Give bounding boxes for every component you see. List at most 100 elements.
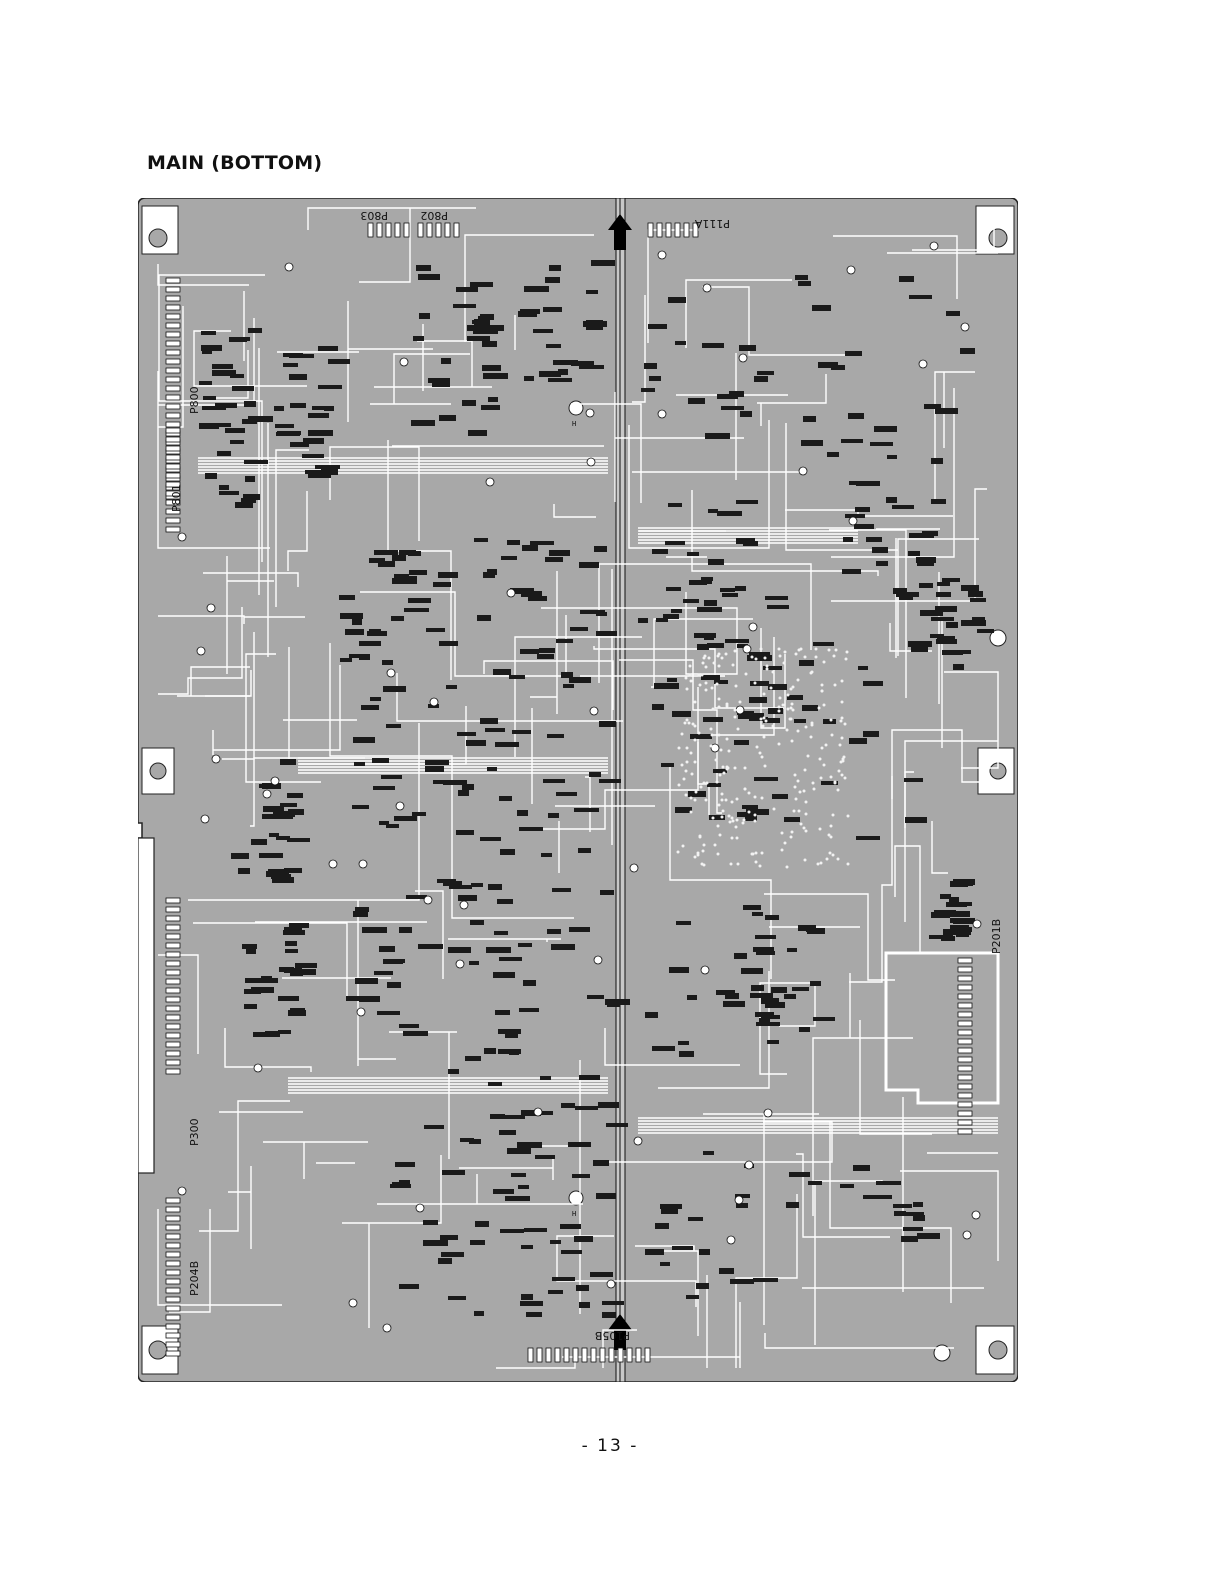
copper-dot (717, 825, 720, 828)
copper-dot (721, 793, 724, 796)
smd-component (219, 485, 229, 490)
copper-dot (797, 730, 800, 733)
copper-dot (701, 863, 704, 866)
smd-component (441, 358, 451, 364)
copper-dot (766, 668, 769, 671)
via-test-point (357, 1008, 365, 1016)
copper-dot (689, 674, 692, 677)
smd-component (668, 297, 686, 303)
copper-dot (694, 739, 697, 742)
connector-pin (166, 1069, 180, 1074)
copper-dot (697, 852, 700, 855)
copper-dot (743, 819, 746, 822)
smd-component (874, 426, 897, 432)
copper-dot (737, 863, 740, 866)
connector-pin (166, 287, 180, 292)
smd-component (487, 767, 497, 771)
connector-pin (166, 1051, 180, 1056)
smd-component (876, 561, 888, 566)
copper-dot (815, 656, 818, 659)
smd-component (481, 405, 500, 410)
smd-component (543, 779, 565, 783)
smd-component (460, 1138, 474, 1142)
smd-component (205, 473, 217, 479)
smd-component (379, 821, 389, 825)
smd-component (767, 605, 789, 609)
connector-pin (166, 925, 180, 930)
smd-component (792, 987, 809, 991)
smd-component (428, 378, 450, 383)
connector-pin (166, 943, 180, 948)
copper-dot (734, 767, 737, 770)
copper-dot (778, 710, 781, 713)
copper-dot (805, 801, 808, 804)
smd-component (305, 470, 322, 474)
smd-component (446, 685, 457, 689)
copper-dot (761, 852, 764, 855)
copper-dot (821, 747, 824, 750)
smd-component (354, 762, 365, 766)
copper-dot (820, 862, 823, 865)
copper-dot (723, 772, 726, 775)
smd-component (936, 592, 951, 597)
smd-component (660, 1262, 670, 1266)
smd-component (551, 944, 575, 950)
connector-pin (166, 332, 180, 337)
via-test-point (178, 1187, 186, 1195)
smd-component (473, 329, 498, 334)
copper-dot (803, 790, 806, 793)
smd-component (679, 1051, 694, 1057)
via-test-point (349, 1299, 357, 1307)
smd-component (956, 932, 969, 937)
smd-component (638, 618, 648, 623)
smd-component (977, 629, 994, 633)
smd-component (411, 420, 435, 426)
copper-dot (823, 704, 826, 707)
left-edge-tab (138, 838, 154, 1173)
copper-dot (739, 701, 742, 704)
connector-pin (528, 1348, 533, 1362)
via-test-point (594, 956, 602, 964)
smd-component (789, 1172, 810, 1177)
smd-component (246, 949, 256, 954)
smd-component (340, 658, 352, 662)
smd-component (866, 537, 882, 542)
connector-pin (166, 979, 180, 984)
smd-component (704, 600, 717, 606)
connector-pin (166, 997, 180, 1002)
connector-pin (958, 1021, 972, 1026)
smd-component (606, 1123, 628, 1127)
connector-pin (166, 1288, 180, 1293)
connector-pin (645, 1348, 650, 1362)
connector-pin (166, 1234, 180, 1239)
smd-component (225, 428, 245, 433)
copper-dot (736, 819, 739, 822)
via-test-point (263, 790, 271, 798)
smd-component (848, 413, 864, 419)
copper-dot (759, 865, 762, 868)
copper-dot (726, 768, 729, 771)
connector-label-p111a: P111A (694, 217, 730, 230)
smd-component (458, 790, 469, 796)
smd-component (942, 578, 960, 582)
connector-pin (573, 1348, 578, 1362)
smd-component (899, 276, 914, 282)
connector-pin (591, 1348, 596, 1362)
connector-pin (564, 1348, 569, 1362)
copper-dot (705, 682, 708, 685)
connector-pin (958, 1066, 972, 1071)
smd-component (753, 1278, 778, 1282)
smd-component (374, 550, 398, 555)
smd-component (275, 424, 294, 428)
copper-dot (734, 650, 737, 653)
copper-dot (722, 766, 725, 769)
smd-component (339, 595, 355, 600)
copper-dot (699, 836, 702, 839)
copper-dot (759, 752, 762, 755)
copper-dot (690, 797, 693, 800)
copper-dot (754, 814, 757, 817)
connector-pin (166, 1279, 180, 1284)
smd-component (752, 912, 763, 916)
smd-component (904, 778, 923, 782)
smd-component (394, 816, 417, 821)
